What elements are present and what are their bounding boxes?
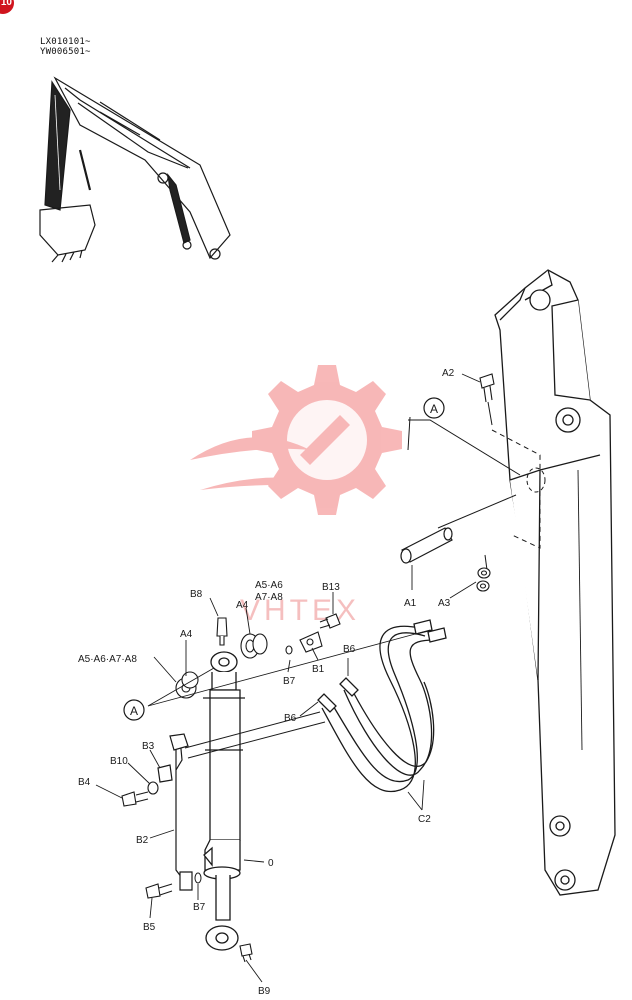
excavator-key-view — [39, 76, 231, 263]
label-b8: B8 — [190, 589, 203, 600]
label-a5-a8-left: A5·A6·A7·A8 — [78, 654, 137, 665]
label-a3: A3 — [438, 598, 451, 609]
label-a5-a6: A5·A6 — [255, 580, 283, 591]
pipe-b2 — [157, 711, 326, 891]
oring-b7-lower — [194, 872, 202, 884]
label-b6-upper: B6 — [343, 644, 356, 655]
shims-a4-left — [175, 671, 199, 699]
label-b2: B2 — [136, 835, 149, 846]
label-a4-left: A4 — [180, 629, 193, 640]
page-badge: 10 — [0, 0, 14, 14]
washer-b10 — [147, 781, 159, 795]
label-a4-right: A4 — [236, 600, 249, 611]
label-b7-upper: B7 — [283, 676, 296, 687]
label-b4: B4 — [78, 777, 91, 788]
ref-circle-a-upper: A — [423, 397, 445, 419]
bolt-b9 — [239, 943, 253, 963]
ref-a-lower-label: A — [130, 704, 138, 718]
ref-circle-a-lower: A — [123, 699, 145, 721]
label-b3: B3 — [142, 741, 155, 752]
bolt-b5 — [145, 883, 173, 899]
label-a1: A1 — [404, 598, 417, 609]
label-c2: C2 — [418, 814, 431, 825]
elbow-b1 — [299, 631, 323, 653]
shims-a4-right — [240, 633, 293, 659]
leader-lines — [95, 373, 481, 983]
label-b13: B13 — [322, 582, 340, 593]
label-b9: B9 — [258, 986, 271, 997]
label-zero: 0 — [268, 858, 274, 869]
label-a7-a8: A7·A8 — [255, 592, 283, 603]
cylinder-assembly — [203, 651, 245, 951]
wrench-icon — [300, 415, 350, 465]
nuts-a3 — [476, 567, 491, 592]
label-b1: B1 — [312, 664, 325, 675]
bolt-b13 — [319, 613, 341, 629]
label-b7-lower: B7 — [193, 902, 206, 913]
grease-fitting-b8 — [216, 617, 228, 646]
arm-assembly — [494, 269, 616, 896]
ref-a-upper-label: A — [430, 402, 438, 416]
label-b6-lower: B6 — [284, 713, 297, 724]
pin-a1 — [400, 527, 453, 564]
watermark-logo — [190, 365, 402, 515]
serial-number-2: YW006501~ — [40, 47, 91, 57]
bolt-b4 — [121, 791, 149, 807]
label-a2: A2 — [442, 368, 455, 379]
serial-numbers: LX010101~ YW006501~ — [40, 37, 91, 57]
bolt-a2 — [479, 373, 495, 403]
callout-labels: A2 A1 A3 B8 A5·A6 A7·A8 A4 A4 A5·A6·A7·A… — [78, 368, 455, 997]
hoses-c2 — [317, 619, 447, 793]
bracket-outline — [407, 401, 546, 571]
label-b10: B10 — [110, 756, 128, 767]
label-b5: B5 — [143, 922, 156, 933]
serial-number-1: LX010101~ — [40, 37, 91, 47]
